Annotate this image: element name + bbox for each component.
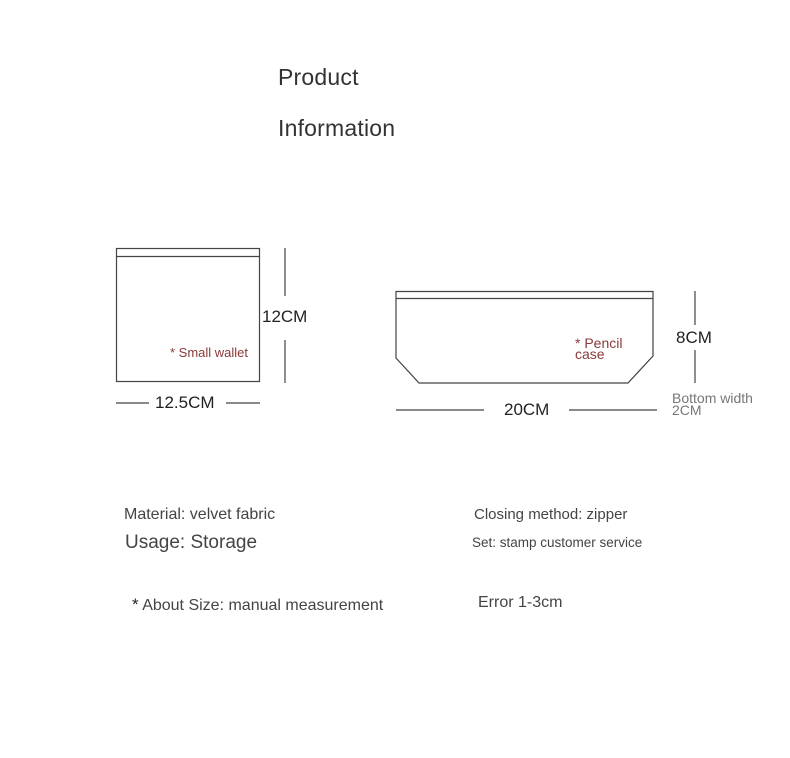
set-text: Set: stamp customer service bbox=[472, 535, 643, 550]
title-line-1: Product bbox=[278, 64, 359, 90]
asterisk-mark: * bbox=[132, 595, 139, 614]
pencil-case-width-label: 20CM bbox=[504, 400, 550, 419]
bottom-width-note: Bottom width 2CM bbox=[672, 390, 753, 418]
closing-method-text: Closing method: zipper bbox=[474, 506, 628, 523]
pencil-case-label: * Pencil case bbox=[575, 335, 623, 362]
wallet-label: * Small wallet bbox=[170, 345, 249, 360]
usage-text: Usage: Storage bbox=[125, 532, 258, 553]
wallet-height-label: 12CM bbox=[262, 307, 308, 326]
pencil-case-height-label: 8CM bbox=[676, 328, 712, 347]
about-size-text: About Size: manual measurement bbox=[142, 597, 384, 614]
about-size-note: * About Size: manual measurement bbox=[132, 595, 383, 615]
wallet-outline bbox=[115, 247, 261, 383]
pencil-case-outline bbox=[395, 290, 654, 384]
pencil-case-label-line-2: case bbox=[575, 346, 605, 362]
bottom-width-line-2: 2CM bbox=[672, 402, 702, 418]
error-text: Error 1-3cm bbox=[478, 594, 563, 611]
bottom-width-line-1: Bottom width bbox=[672, 390, 753, 406]
title-line-2: Information bbox=[278, 115, 396, 141]
material-text: Material: velvet fabric bbox=[124, 506, 276, 523]
pencil-case-label-line-1: * Pencil bbox=[575, 335, 623, 351]
wallet-width-label: 12.5CM bbox=[155, 393, 215, 412]
